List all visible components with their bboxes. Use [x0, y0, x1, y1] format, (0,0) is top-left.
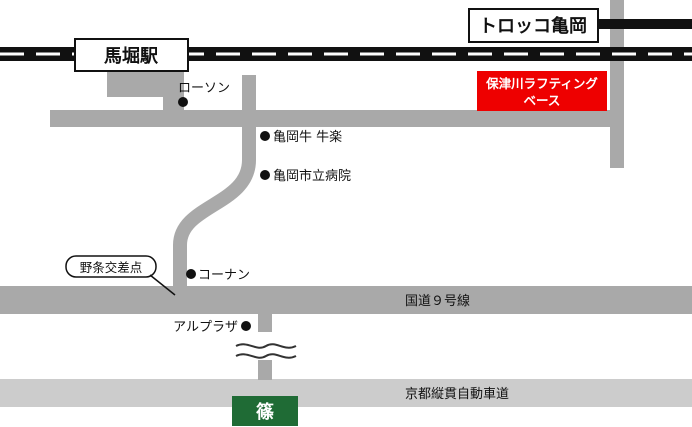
- expressway-label: 京都縦貫自動車道: [405, 387, 509, 402]
- torokko-line: [598, 19, 692, 29]
- rafting-base-box: [477, 71, 607, 111]
- shino-ic-label: 篠: [256, 401, 275, 423]
- road-network: [50, 0, 624, 380]
- kohnan-marker: [186, 269, 196, 279]
- expressway-road: [0, 379, 692, 407]
- curved-road: [173, 120, 256, 292]
- lawson-label: ローソン: [178, 81, 230, 96]
- torokko-station-box: [468, 8, 599, 43]
- route9-road: [0, 286, 692, 314]
- kameoka-gyu-marker: [260, 131, 270, 141]
- route9-label: 国道９号線: [405, 293, 470, 309]
- kohnan-label: コーナン: [198, 268, 250, 283]
- intersection-label: 野条交差点: [80, 260, 143, 275]
- umahori-station-label: 馬堀駅: [104, 46, 159, 67]
- alplaza-marker: [241, 321, 251, 331]
- torokko-station-label: トロッコ亀岡: [479, 15, 587, 37]
- shino-ic-box: [232, 396, 298, 426]
- road-break-symbol: [235, 343, 297, 359]
- kameoka-gyu-label: 亀岡牛 牛楽: [273, 129, 342, 145]
- intersection-leader: [149, 274, 176, 296]
- alplaza-label: アルプラザ: [173, 320, 238, 335]
- rafting-base-label-2: ベース: [524, 93, 561, 108]
- intersection-callout: [65, 255, 157, 278]
- lawson-marker: [178, 97, 188, 107]
- hospital-label: 亀岡市立病院: [273, 168, 351, 184]
- umahori-station-box: [74, 38, 189, 72]
- rafting-base-label-1: 保津川ラフティング: [485, 76, 598, 91]
- hospital-marker: [260, 170, 270, 180]
